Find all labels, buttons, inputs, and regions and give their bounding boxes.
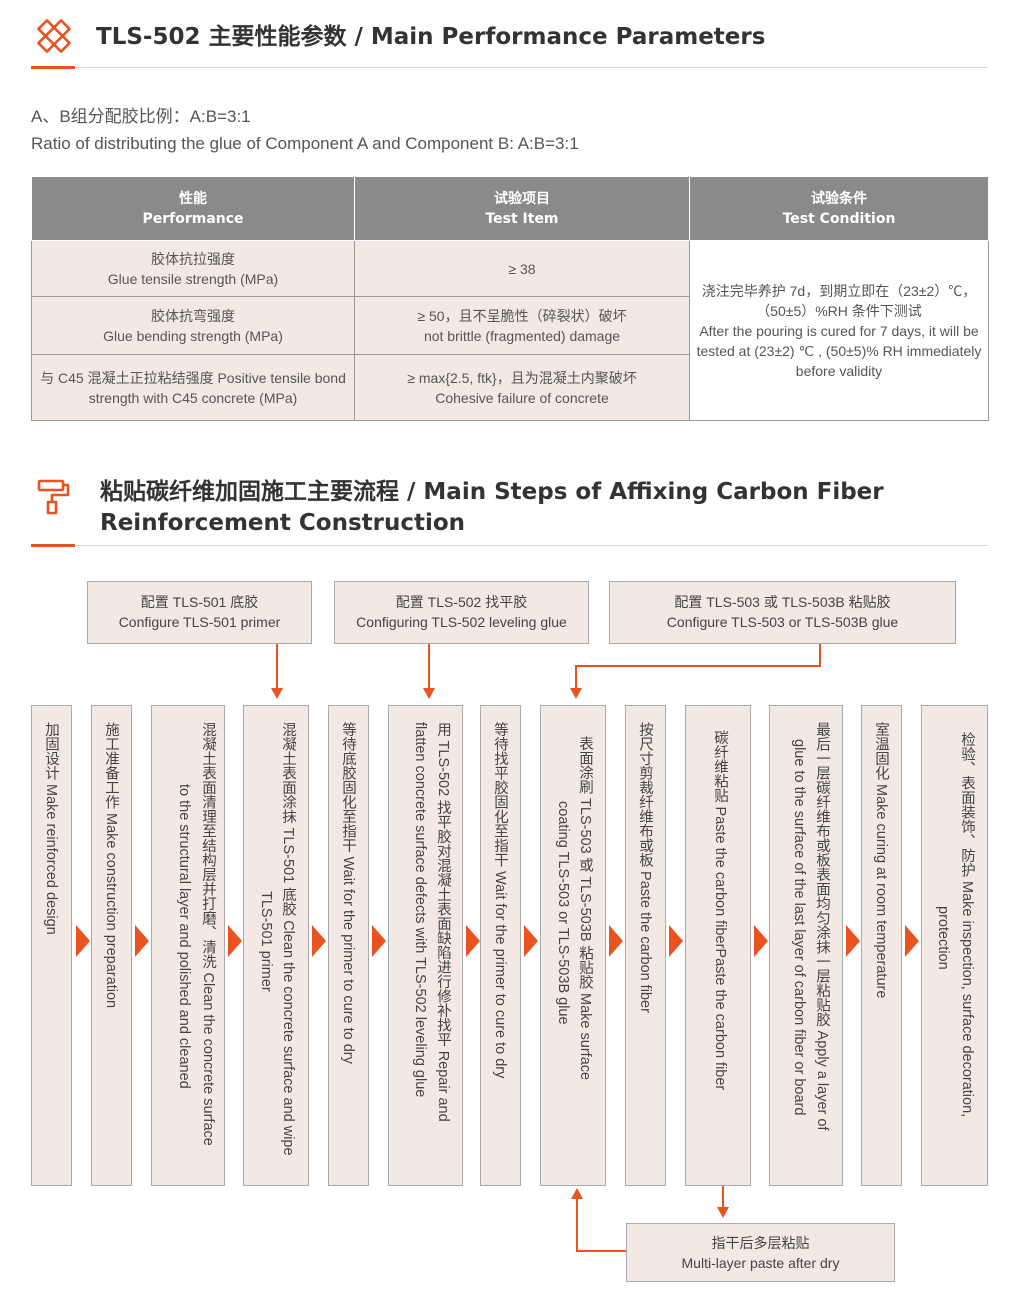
cell-test-condition: 浇注完毕养护 7d，到期立即在（23±2）℃， （50±5）%RH 条件下测试 … bbox=[689, 240, 989, 421]
step-coat-paste-glue: 表面涂刷 TLS-503 或 TLS-503B 粘贴胶 Make surface… bbox=[540, 705, 606, 1186]
arrow-right-icon bbox=[312, 925, 326, 957]
divider bbox=[31, 67, 988, 68]
arrow-right-icon bbox=[754, 925, 768, 957]
section-title-steps: 粘贴碳纤维加固施工主要流程 / Main Steps of Affixing C… bbox=[100, 479, 884, 536]
step-reinforced-design: 加固设计 Make reinforced design bbox=[31, 705, 72, 1186]
step-apply-last-layer: 最后一层碳纤维布或板表面均匀涂抹一层粘贴胶 Apply a layer of g… bbox=[769, 705, 843, 1186]
step-wait-leveling-dry: 等待找平胶固化至指干 Wait for the primer to cure t… bbox=[480, 705, 521, 1186]
pencil-ruler-icon bbox=[35, 17, 73, 55]
divider-accent bbox=[31, 66, 75, 69]
connector-line bbox=[576, 1198, 578, 1252]
section-title-performance: TLS-502 主要性能参数 / Main Performance Parame… bbox=[96, 24, 766, 50]
arrow-right-icon bbox=[669, 925, 683, 957]
paint-roller-icon bbox=[37, 478, 71, 516]
arrow-right-icon bbox=[466, 925, 480, 957]
arrow-right-icon bbox=[905, 925, 919, 957]
connector-line bbox=[722, 1186, 724, 1208]
divider bbox=[31, 545, 988, 546]
step-construction-preparation: 施工准备工作 Make construction preparation bbox=[91, 705, 132, 1186]
arrow-down-icon bbox=[570, 688, 582, 699]
ratio-cn: A、B组分配胶比例：A:B=3:1 bbox=[31, 107, 251, 126]
arrow-right-icon bbox=[228, 925, 242, 957]
arrow-right-icon bbox=[372, 925, 386, 957]
step-paste-fiber: 碳纤维粘贴 Paste the carbon fiberPaste the ca… bbox=[685, 705, 751, 1186]
connector-line bbox=[575, 665, 821, 667]
cell-test-item: ≥ 38 bbox=[354, 240, 690, 297]
connector-line bbox=[576, 1250, 626, 1252]
arrow-down-icon bbox=[423, 688, 435, 699]
connector-line bbox=[575, 665, 577, 689]
arrow-down-icon bbox=[271, 688, 283, 699]
connector-line bbox=[428, 644, 430, 689]
step-inspection: 检验、表面装饰、防护 Make inspection, surface deco… bbox=[921, 705, 988, 1186]
step-repair-flatten: 用 TLS-502 找平胶对混凝土表面缺陷进行修补找平 Repair and f… bbox=[388, 705, 463, 1186]
arrow-right-icon bbox=[846, 925, 860, 957]
arrow-right-icon bbox=[135, 925, 149, 957]
arrow-down-icon bbox=[717, 1207, 729, 1218]
arrow-up-icon bbox=[571, 1188, 583, 1199]
step-cut-fiber: 按尺寸剪裁纤维布或板 Paste the carbon fiber bbox=[625, 705, 666, 1186]
arrow-right-icon bbox=[524, 925, 538, 957]
step-apply-primer: 混凝土表面涂抹 TLS-501 底胶 Clean the concrete su… bbox=[243, 705, 309, 1186]
ratio-en: Ratio of distributing the glue of Compon… bbox=[31, 134, 579, 153]
step-clean-concrete: 混凝土表面清理至结构层并打磨、清洗 Clean the concrete sur… bbox=[151, 705, 225, 1186]
step-room-curing: 室温固化 Make curing at room temperature bbox=[861, 705, 902, 1186]
step-wait-primer-dry: 等待底胶固化至指干 Wait for the primer to cure to… bbox=[328, 705, 369, 1186]
arrow-right-icon bbox=[76, 925, 90, 957]
divider-accent bbox=[31, 544, 75, 547]
connector-line bbox=[276, 644, 278, 689]
arrow-right-icon bbox=[609, 925, 623, 957]
connector-line bbox=[819, 644, 821, 667]
